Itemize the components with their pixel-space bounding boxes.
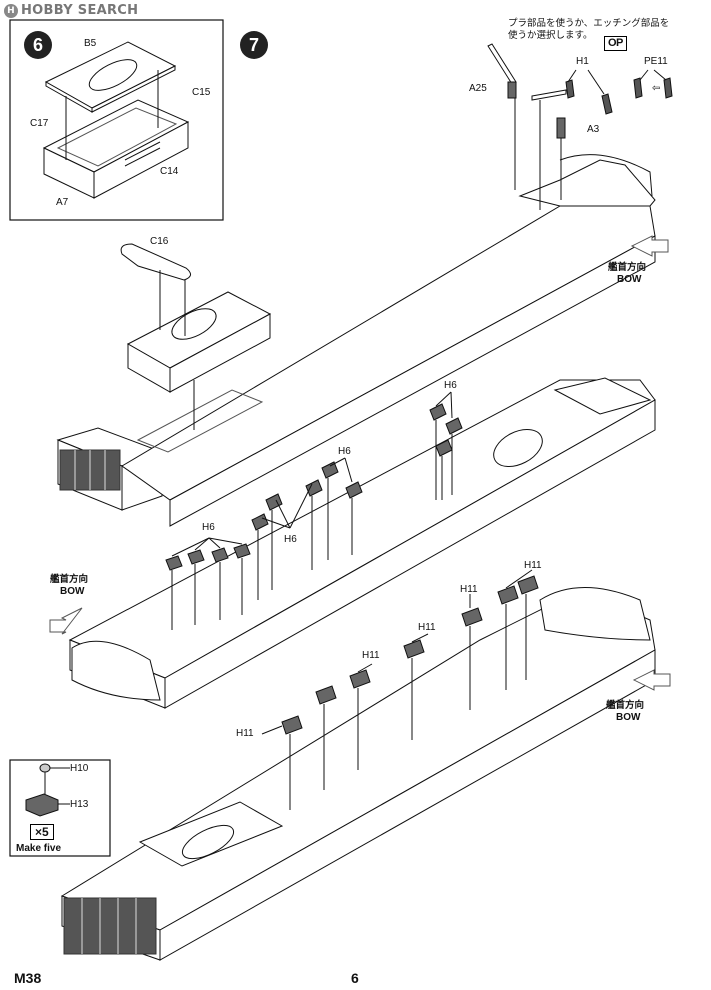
subassembly-parts bbox=[25, 763, 70, 817]
label-h6-b: H6 bbox=[338, 446, 351, 457]
label-h11-d: H11 bbox=[362, 650, 380, 661]
h11-parts bbox=[281, 575, 539, 735]
lower-grate bbox=[63, 897, 157, 955]
part-a7-box bbox=[42, 99, 190, 199]
note-jp-line2: 使うか選択します。 bbox=[508, 30, 593, 41]
model-code: M38 bbox=[14, 970, 42, 986]
bow-en-1: BOW bbox=[617, 274, 642, 285]
h11-guide-lines bbox=[261, 569, 533, 810]
label-c14: C14 bbox=[160, 166, 179, 177]
label-c16: C16 bbox=[150, 236, 169, 247]
label-h11-c: H11 bbox=[418, 622, 436, 633]
bow-jp-3: 艦首方向 bbox=[606, 700, 645, 711]
label-h10: H10 bbox=[70, 763, 89, 774]
step-6-marker: 6 bbox=[24, 31, 52, 59]
upper-grate bbox=[59, 449, 121, 491]
label-pe11: PE11 bbox=[644, 56, 668, 67]
note-jp-line1: プラ部品を使うか、エッチング部品を bbox=[508, 18, 670, 29]
label-a7: A7 bbox=[56, 197, 69, 208]
arrow-left-icon: ⇦ bbox=[652, 83, 661, 94]
bow-en-3: BOW bbox=[616, 712, 641, 723]
bow-en-2: BOW bbox=[60, 586, 85, 597]
label-b5: B5 bbox=[84, 38, 97, 49]
make-five-label: Make five bbox=[16, 843, 62, 854]
label-h6-c: H6 bbox=[284, 534, 297, 545]
label-c15: C15 bbox=[192, 87, 211, 98]
h6-guide-lines bbox=[171, 391, 453, 630]
label-a3: A3 bbox=[587, 124, 600, 135]
subassembly-frame bbox=[9, 759, 111, 857]
quantity-badge: ×5 bbox=[30, 824, 54, 840]
label-h6-d: H6 bbox=[202, 522, 215, 533]
mast-parts bbox=[487, 43, 673, 210]
label-c17: C17 bbox=[30, 118, 49, 129]
label-h1: H1 bbox=[576, 56, 589, 67]
step-7-marker: 7 bbox=[240, 31, 268, 59]
label-h11-b: H11 bbox=[460, 584, 478, 595]
bow-jp-2: 艦首方向 bbox=[50, 574, 89, 585]
op-badge: OP bbox=[604, 36, 627, 51]
label-h6-a: H6 bbox=[444, 380, 457, 391]
watermark-text: HOBBY SEARCH bbox=[21, 3, 139, 18]
bow-jp-1: 艦首方向 bbox=[608, 262, 647, 273]
label-a25: A25 bbox=[469, 83, 487, 94]
hobby-search-logo-icon: H bbox=[4, 3, 18, 18]
step6-frame bbox=[9, 19, 224, 221]
label-h13: H13 bbox=[70, 799, 89, 810]
middle-hull bbox=[68, 377, 656, 709]
label-h11-e: H11 bbox=[236, 728, 254, 739]
page-number: 6 bbox=[351, 970, 359, 986]
label-h11-a: H11 bbox=[524, 560, 542, 571]
h6-parts bbox=[165, 403, 463, 571]
upper-hull bbox=[56, 154, 656, 527]
part-b5-plate bbox=[44, 41, 177, 113]
direction-arrows bbox=[49, 235, 671, 691]
